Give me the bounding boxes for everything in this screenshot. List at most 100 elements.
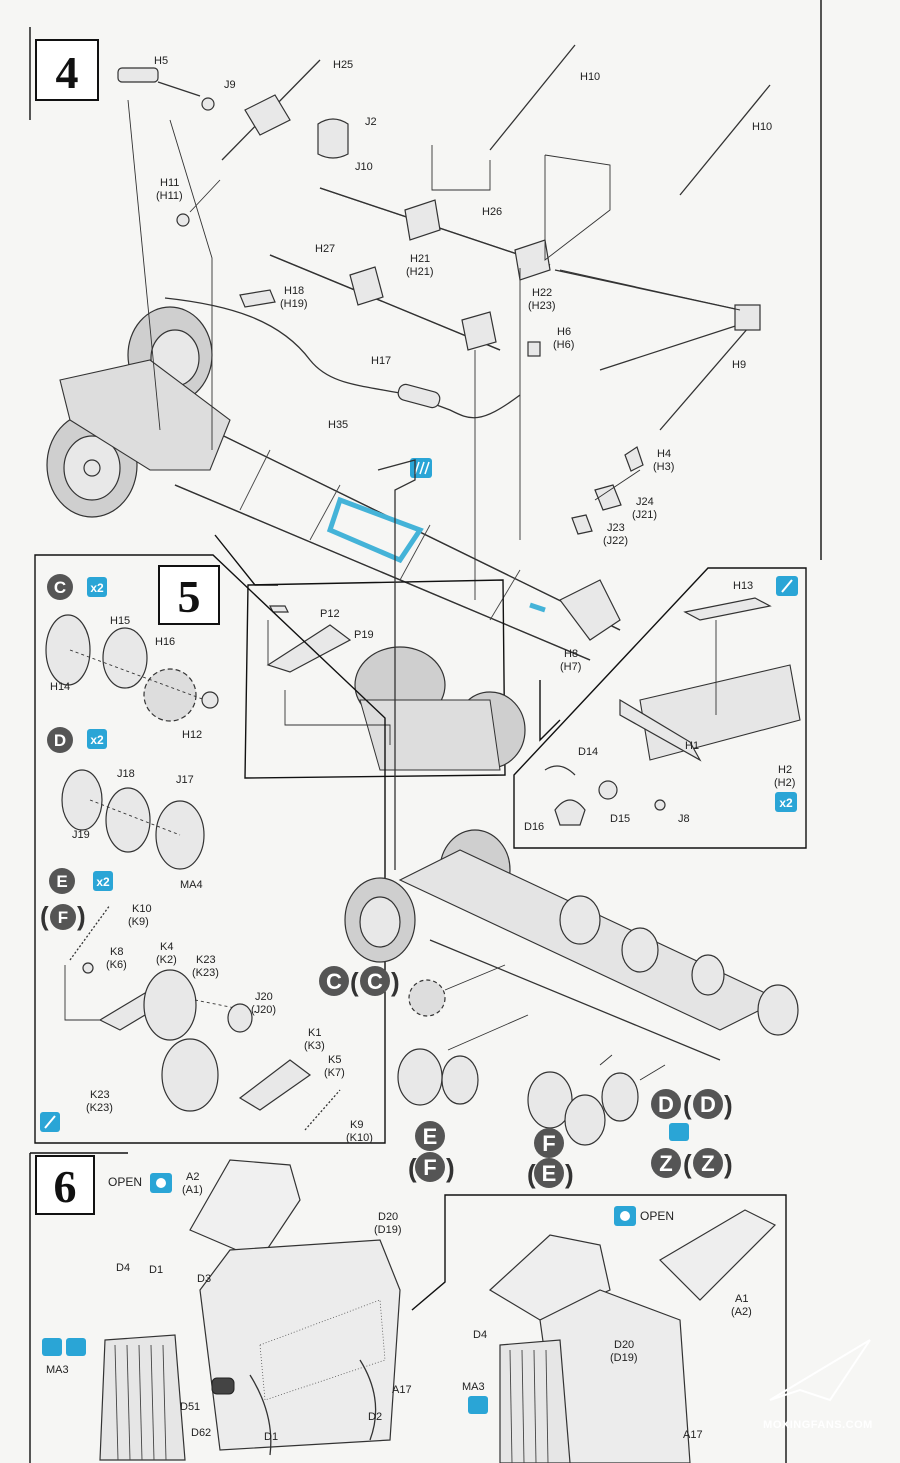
- label-h19-alt: (H19): [280, 298, 308, 310]
- callout-d-1: D: [658, 1092, 674, 1117]
- label-j2: J2: [365, 116, 377, 128]
- part-d51: [211, 1377, 235, 1395]
- svg-text:): ): [724, 1090, 733, 1120]
- step-4-leader-lines: [127, 99, 741, 600]
- label-j9: J9: [224, 79, 236, 91]
- label-j23: J23: [607, 522, 625, 534]
- svg-text:(: (: [683, 1149, 692, 1179]
- label-p19: P19: [354, 629, 374, 641]
- label-d15: D15: [610, 813, 630, 825]
- step-6-number: 6: [54, 1161, 77, 1212]
- label-a2: A2: [186, 1171, 199, 1183]
- letter-e: E: [56, 872, 67, 891]
- part-h6: [527, 341, 541, 357]
- label-k23-b-alt: (K23): [86, 1102, 113, 1114]
- watermark-text: MOXINGFANS.COM: [763, 1419, 873, 1431]
- paren-close-f: ): [77, 901, 86, 931]
- label-k1: K1: [308, 1027, 321, 1039]
- open-label-left: OPEN: [108, 1175, 142, 1189]
- wheel-h14: [45, 614, 91, 686]
- label-k5: K5: [328, 1054, 341, 1066]
- label-ma3-right: MA3: [462, 1381, 485, 1393]
- letter-e-badge: [49, 868, 75, 894]
- callout-z-1: Z: [659, 1151, 672, 1176]
- letter-d-badge: [47, 727, 73, 753]
- svg-text:): ): [446, 1153, 455, 1183]
- step-5: 5 C x2 H15 H16 H14 H12 D x2 J18 J17 J19 …: [34, 554, 386, 1144]
- step-6: 6 OPEN A2 (A1) D20 (D19) D4 D1 D3 MA3 A1…: [29, 1152, 787, 1463]
- label-a17: A17: [392, 1384, 412, 1396]
- label-j24: J24: [636, 496, 654, 508]
- part-j24: [594, 484, 622, 511]
- rear-propshaft: [117, 59, 349, 227]
- callout-f-2: F: [542, 1131, 555, 1156]
- label-ma3: MA3: [46, 1364, 69, 1376]
- label-a2-alt-right: (A2): [731, 1306, 752, 1318]
- letter-c-badge: [47, 574, 73, 600]
- label-a1-alt: (A1): [182, 1184, 203, 1196]
- svg-text:(: (: [527, 1159, 536, 1189]
- label-d1: D1: [149, 1264, 163, 1276]
- letter-c: C: [54, 578, 66, 597]
- wheel-j19: [61, 769, 103, 831]
- x2-badge-c: x2: [90, 581, 104, 595]
- svg-text:): ): [565, 1159, 574, 1189]
- label-p12: P12: [320, 608, 340, 620]
- label-a17-right: A17: [683, 1429, 703, 1441]
- label-h26: H26: [482, 206, 502, 218]
- label-k2-alt: (K2): [156, 954, 177, 966]
- label-d20-right: D20: [614, 1339, 634, 1351]
- label-k4: K4: [160, 941, 173, 953]
- inset-bumper: H13 H1 H2 (H2) x2 D14 D15 D16 J8: [513, 567, 807, 849]
- callout-e-2: E: [542, 1161, 557, 1186]
- callout-d-2: D: [700, 1092, 716, 1117]
- label-d19-alt-right: (D19): [610, 1352, 638, 1364]
- callout-z-2: Z: [701, 1151, 714, 1176]
- label-j20: J20: [255, 991, 273, 1003]
- label-h12: H12: [182, 729, 202, 741]
- sprocket-h16: [143, 668, 197, 722]
- label-h11: H11: [160, 177, 179, 189]
- rod-h10-a: [489, 44, 576, 151]
- label-k23-b: K23: [90, 1089, 110, 1101]
- svg-text:(: (: [408, 1153, 417, 1183]
- step-5-box: [158, 565, 220, 625]
- rod-h10-b: [679, 84, 771, 196]
- label-h21-alt: (H21): [406, 266, 434, 278]
- label-k8: K8: [110, 946, 123, 958]
- label-d16: D16: [524, 821, 544, 833]
- wheel-j18: [105, 787, 151, 853]
- label-h11-alt: (H11): [156, 190, 183, 202]
- callout-c-1: C: [326, 969, 342, 994]
- part-j23: [571, 514, 593, 535]
- label-ma4: MA4: [180, 879, 203, 891]
- callout-c: C ( C ): [319, 966, 400, 997]
- side-icon: [669, 1123, 689, 1141]
- step-4: 4: [35, 39, 772, 673]
- label-k23-alt: (K23): [192, 967, 219, 979]
- a-frame-h9: [554, 269, 761, 431]
- label-h16: H16: [155, 636, 175, 648]
- label-h18: H18: [284, 285, 304, 297]
- callout-fe: F ( E ): [527, 1128, 574, 1189]
- callout-c-2: C: [367, 969, 383, 994]
- x2-badge-h2: x2: [779, 796, 793, 810]
- label-h6: H6: [557, 326, 571, 338]
- label-h6-alt: (H6): [553, 339, 574, 351]
- label-h2-alt: (H2): [774, 777, 795, 789]
- callout-f-1: F: [423, 1155, 436, 1180]
- callout-e-1: E: [423, 1124, 438, 1149]
- label-h10-b: H10: [752, 121, 772, 133]
- hood-a2: [189, 1159, 301, 1261]
- x2-badge-e: x2: [96, 875, 110, 889]
- label-k3-alt: (K3): [304, 1040, 325, 1052]
- label-h22: H22: [532, 287, 552, 299]
- letter-f: F: [58, 908, 68, 927]
- label-h2: H2: [778, 764, 792, 776]
- wheel-h15: [102, 627, 148, 689]
- label-h4: H4: [657, 448, 671, 460]
- x2-badge-d: x2: [90, 733, 104, 747]
- wheel-k23-a: [143, 969, 197, 1041]
- open-label-right: OPEN: [640, 1209, 674, 1223]
